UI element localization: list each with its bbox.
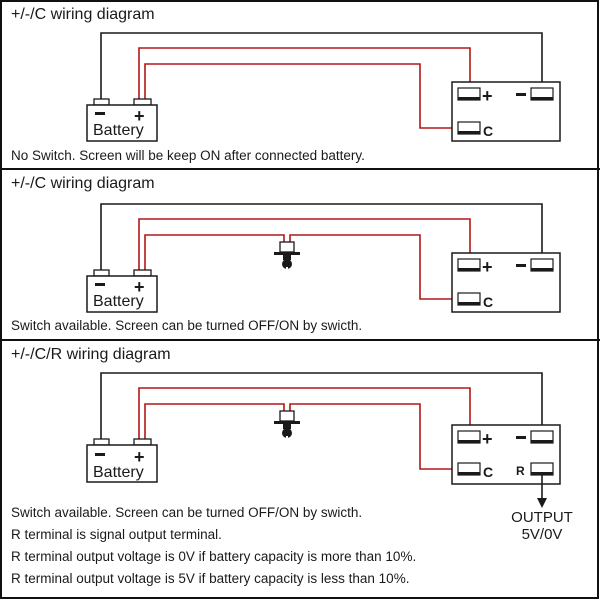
output-label: OUTPUT 5V/0V bbox=[497, 509, 587, 543]
negative-wire bbox=[100, 32, 543, 101]
panel-3-labels: + Battery + C R bbox=[93, 429, 525, 481]
minus-sign bbox=[516, 93, 526, 96]
panel-3-caption-2: R terminal is signal output terminal. bbox=[11, 527, 222, 542]
battery bbox=[86, 438, 158, 483]
switch-wire-device-side bbox=[289, 234, 457, 300]
switch-wire-battery-side bbox=[144, 403, 285, 441]
display-device bbox=[451, 252, 561, 313]
panel-2-diagram bbox=[86, 203, 561, 313]
battery bbox=[86, 269, 158, 313]
device-plus-label: + bbox=[482, 257, 493, 277]
output-label-line1: OUTPUT bbox=[511, 509, 573, 526]
minus-sign bbox=[516, 264, 526, 267]
panel-3-caption-3: R terminal output voltage is 0V if batte… bbox=[11, 549, 417, 564]
panel-2-title: +/-/C wiring diagram bbox=[11, 175, 155, 192]
battery-negative-sign bbox=[95, 283, 105, 286]
control-wire bbox=[144, 63, 457, 129]
negative-wire bbox=[100, 372, 543, 441]
device-r-label: R bbox=[516, 464, 525, 478]
battery-positive-label: + bbox=[134, 447, 145, 467]
panel-1-labels: + Battery + C bbox=[93, 86, 493, 139]
panel-1-caption: No Switch. Screen will be keep ON after … bbox=[11, 148, 365, 163]
battery-label: Battery bbox=[93, 464, 144, 481]
panel-3-title: +/-/C/R wiring diagram bbox=[11, 346, 171, 363]
positive-wire bbox=[138, 387, 471, 441]
positive-wire bbox=[138, 47, 471, 101]
switch-wire-device-side bbox=[289, 403, 457, 470]
switch-wire-battery-side bbox=[144, 234, 285, 272]
battery-negative-sign bbox=[95, 453, 105, 456]
battery-positive-label: + bbox=[134, 106, 145, 126]
switch-icon bbox=[274, 241, 300, 271]
display-device bbox=[451, 81, 561, 142]
battery-positive-label: + bbox=[134, 277, 145, 297]
device-plus-label: + bbox=[482, 429, 493, 449]
battery-label: Battery bbox=[93, 293, 144, 310]
panel-3-diagram bbox=[86, 372, 561, 508]
display-device bbox=[451, 424, 561, 485]
device-c-label: C bbox=[483, 464, 493, 480]
battery-label: Battery bbox=[93, 122, 144, 139]
device-plus-label: + bbox=[482, 86, 493, 106]
panel-3-caption-1: Switch available. Screen can be turned O… bbox=[11, 505, 363, 520]
minus-sign bbox=[516, 436, 526, 439]
panel-1-title: +/-/C wiring diagram bbox=[11, 6, 155, 23]
panel-3-caption-4: R terminal output voltage is 5V if batte… bbox=[11, 571, 410, 586]
device-c-label: C bbox=[483, 123, 493, 139]
battery-negative-sign bbox=[95, 112, 105, 115]
panel-2-caption: Switch available. Screen can be turned O… bbox=[11, 318, 363, 333]
negative-wire bbox=[100, 203, 543, 272]
positive-wire bbox=[138, 218, 471, 272]
output-arrow-icon bbox=[537, 498, 547, 508]
panel-1-diagram bbox=[86, 32, 561, 142]
device-c-label: C bbox=[483, 294, 493, 310]
panel-2-labels: + Battery + C bbox=[93, 257, 493, 310]
output-label-line2: 5V/0V bbox=[521, 526, 563, 543]
switch-icon bbox=[274, 410, 300, 440]
battery bbox=[86, 98, 158, 142]
